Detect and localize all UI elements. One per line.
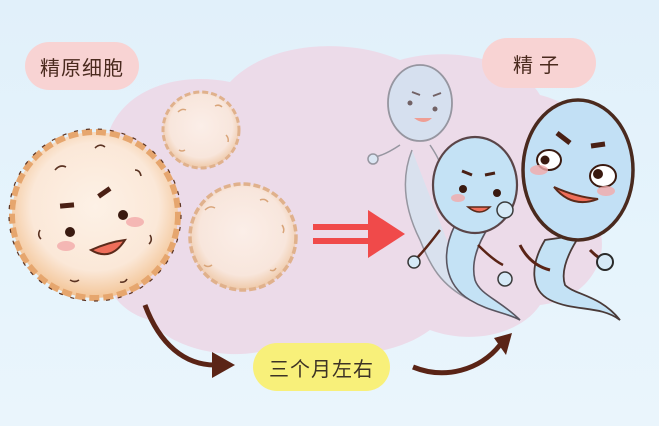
transform-arrow — [313, 210, 405, 258]
label-spermatogonium-text: 精原细胞 — [40, 55, 124, 80]
eyebrow-right — [97, 186, 112, 199]
label-sperm: 精子 — [482, 38, 596, 88]
eye-right — [118, 210, 128, 220]
label-sperm-text: 精子 — [513, 52, 565, 77]
label-duration-text: 三个月左右 — [269, 356, 374, 381]
time-arrow-left — [142, 304, 235, 378]
sperm-front — [518, 98, 635, 321]
mouth-front — [553, 186, 599, 203]
time-arrow-right — [412, 333, 512, 376]
mouth — [88, 238, 127, 256]
eye-left — [65, 227, 75, 237]
cell-small-bottom — [188, 182, 298, 292]
cell-small-top — [161, 90, 241, 170]
label-duration: 三个月左右 — [253, 343, 390, 391]
eyebrow-left — [59, 202, 75, 209]
spermatogonium-large — [8, 128, 182, 302]
sperm-middle — [407, 135, 521, 321]
label-spermatogonium: 精原细胞 — [25, 42, 139, 90]
